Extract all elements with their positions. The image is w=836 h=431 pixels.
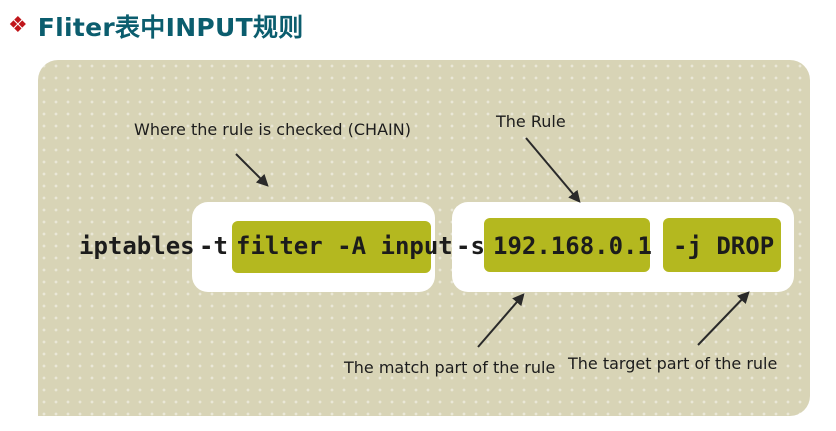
- command-source-flag: -s: [456, 232, 485, 260]
- match-arrow: [477, 293, 525, 348]
- slide-header: ❖ Fliter表中INPUT规则: [8, 8, 304, 44]
- chain-annotation: Where the rule is checked (CHAIN): [134, 120, 411, 139]
- target-arrow: [697, 291, 750, 346]
- slide-title: Fliter表中INPUT规则: [37, 13, 304, 42]
- iptables-diagram: iptables -t filter -A input -s 192.168.0…: [38, 60, 810, 416]
- command-table-flag: -t: [199, 232, 228, 260]
- command-source-ip: 192.168.0.1: [493, 232, 652, 260]
- target-highlight: [663, 218, 781, 272]
- chain-arrow: [235, 153, 269, 187]
- command-target: -j DROP: [673, 232, 775, 260]
- command-table-chain: filter -A input: [236, 232, 453, 260]
- diamond-bullet-icon: ❖: [8, 13, 28, 38]
- table-chain-highlight: [232, 221, 431, 273]
- command-program: iptables: [79, 232, 195, 260]
- rule-arrow: [525, 137, 581, 203]
- match-annotation: The match part of the rule: [344, 358, 556, 377]
- annotation-arrows: [235, 137, 750, 348]
- rule-annotation: The Rule: [496, 112, 566, 131]
- target-annotation: The target part of the rule: [568, 354, 778, 373]
- source-ip-highlight: [484, 218, 650, 272]
